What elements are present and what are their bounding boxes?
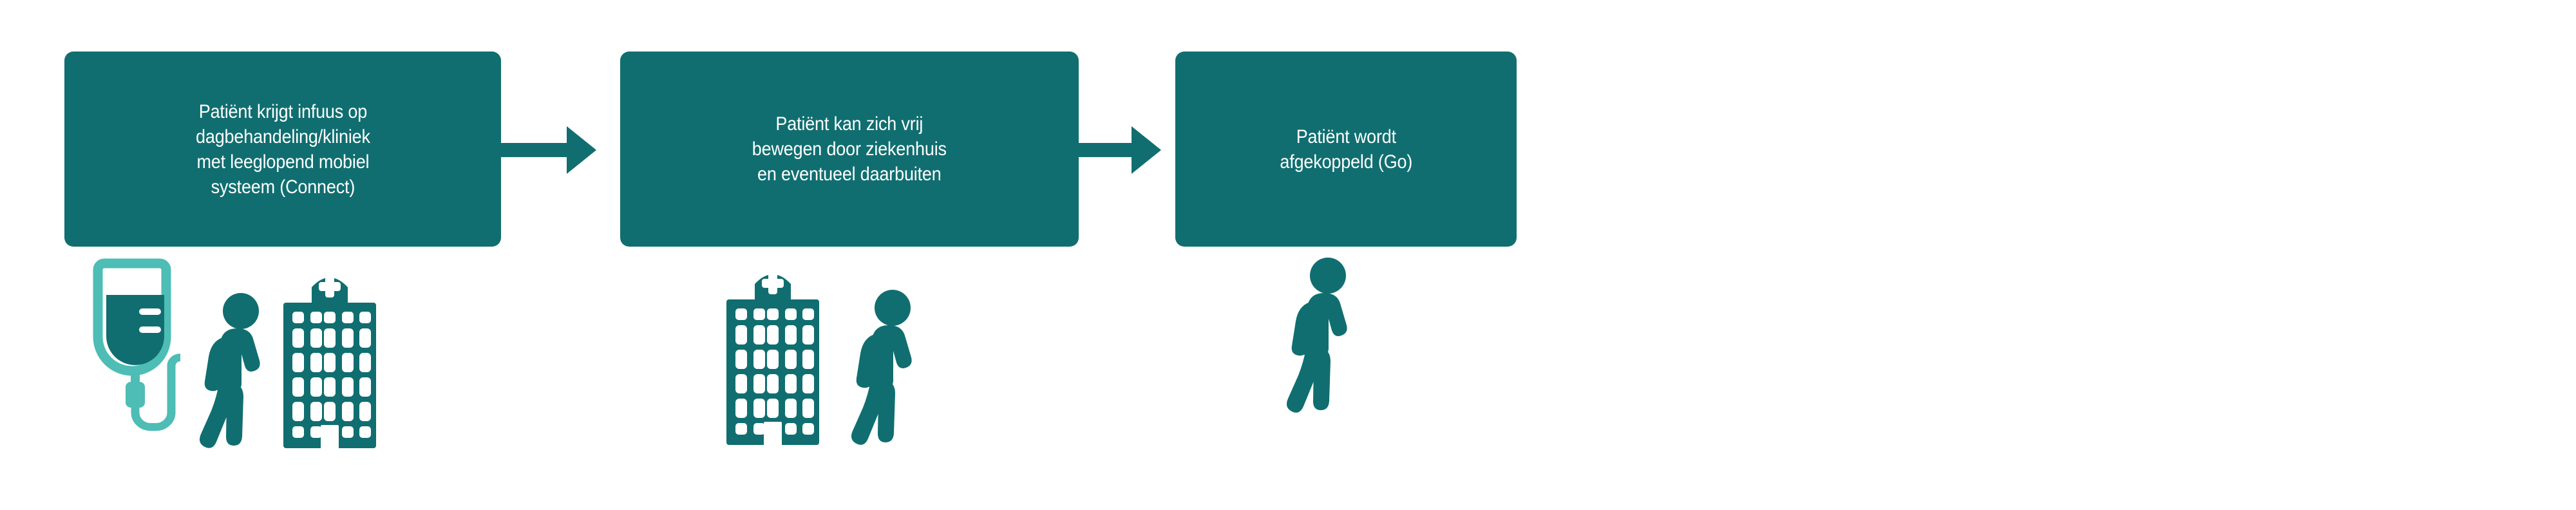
iv-drip-bag-icon	[90, 254, 180, 451]
walking-person-icon	[846, 287, 916, 448]
hospital-building-icon	[721, 254, 824, 448]
hospital-building-icon	[278, 258, 381, 451]
icon-group-step-2	[721, 254, 916, 448]
walking-person-icon	[194, 290, 264, 451]
walking-person-icon	[1282, 254, 1351, 415]
medical-cross-icon	[762, 272, 784, 294]
icon-group-step-1	[90, 254, 381, 451]
medical-cross-icon	[319, 276, 341, 298]
arrow-right-icon-1	[501, 126, 623, 174]
arrow-right-icon-2	[1079, 126, 1178, 174]
process-step-label-1: Patiënt krijgt infuus op dagbehandeling/…	[195, 100, 370, 198]
process-step-label-2: Patiënt kan zich vrij bewegen door zieke…	[752, 113, 947, 185]
icon-group-step-3	[1282, 254, 1351, 415]
process-step-box-2[interactable]: Patiënt kan zich vrij bewegen door zieke…	[620, 52, 1079, 247]
process-step-box-3[interactable]: Patiënt wordt afgekoppeld (Go)	[1175, 52, 1517, 247]
process-step-label-3: Patiënt wordt afgekoppeld (Go)	[1280, 126, 1412, 173]
process-step-box-1[interactable]: Patiënt krijgt infuus op dagbehandeling/…	[64, 52, 501, 247]
